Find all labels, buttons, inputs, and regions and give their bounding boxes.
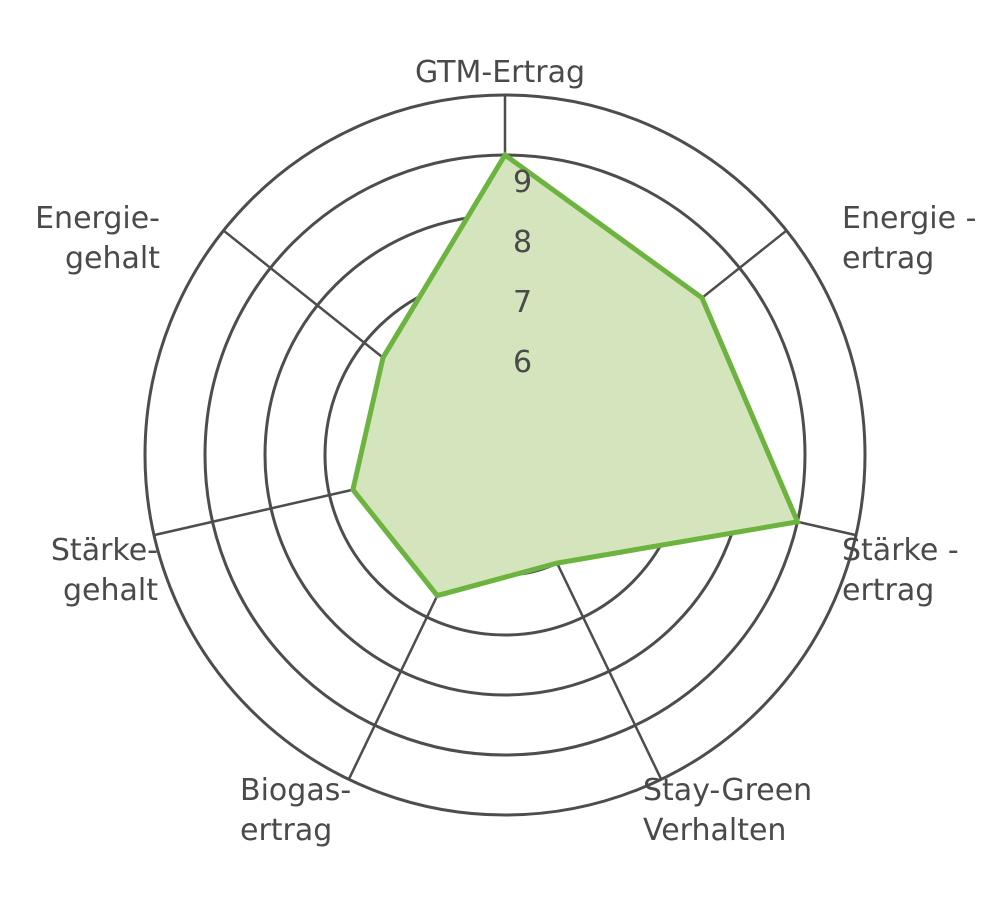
axis-label-4-line-0: Biogas- <box>240 773 351 808</box>
tick-label-9: 9 <box>513 165 532 200</box>
tick-label-7: 7 <box>513 285 532 320</box>
axis-label-0-line-0: GTM-Ertrag <box>415 55 585 90</box>
tick-label-6: 6 <box>513 345 532 380</box>
axis-label-2: Stärke - ertrag <box>842 533 959 608</box>
axis-label-0: GTM-Ertrag <box>415 55 585 90</box>
axis-label-6: Energie-gehalt <box>35 201 160 276</box>
axis-label-1: Energie - ertrag <box>842 201 976 276</box>
tick-label-8: 8 <box>513 225 532 260</box>
axis-label-5: Stärke-gehalt <box>51 533 158 608</box>
axis-label-5-line-1: gehalt <box>63 573 158 608</box>
series-area-0 <box>352 155 798 596</box>
axis-label-3-line-0: Stay-Green <box>643 773 812 808</box>
axis-label-2-line-1: ertrag <box>842 573 934 608</box>
axis-label-1-line-0: Energie - <box>842 201 976 236</box>
axis-label-4-line-1: ertrag <box>240 813 332 848</box>
axis-label-5-line-0: Stärke- <box>51 533 158 568</box>
axis-label-3-line-1: Verhalten <box>643 813 786 848</box>
tick-labels: 6 7 8 9 <box>513 165 532 380</box>
axis-label-4: Biogas-ertrag <box>240 773 351 848</box>
series-line-0 <box>350 151 802 599</box>
axis-label-2-line-0: Stärke - <box>842 533 959 568</box>
series-layer <box>350 151 802 599</box>
axis-label-1-line-1: ertrag <box>842 241 934 276</box>
axis-label-6-line-0: Energie- <box>35 201 160 236</box>
axis-label-6-line-1: gehalt <box>65 241 160 276</box>
